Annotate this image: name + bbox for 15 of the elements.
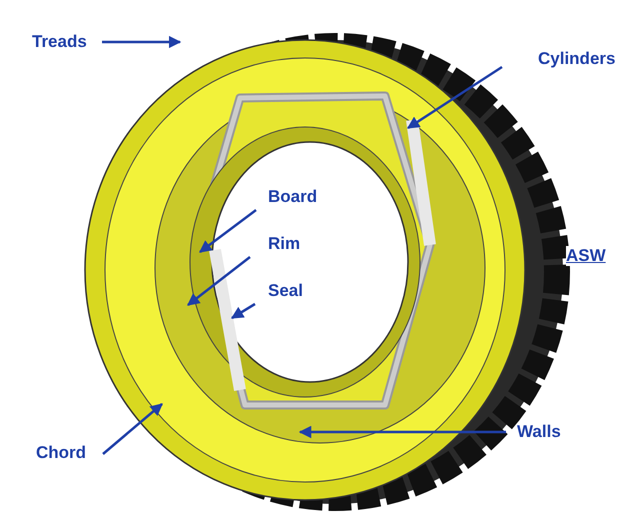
leader-arrow	[230, 302, 256, 320]
part-label: Cylinders	[538, 49, 616, 69]
leader-arrow	[187, 256, 251, 306]
leader-arrow	[102, 403, 163, 455]
part-label: Board	[268, 187, 318, 207]
wheel-label: ASW	[566, 246, 606, 266]
part-label: Seal	[268, 281, 303, 301]
leader-arrow	[298, 426, 506, 438]
part-label: Rim	[268, 234, 300, 254]
part-label: Chord	[36, 443, 86, 463]
part-label: Treads	[32, 32, 87, 52]
leader-arrow	[406, 66, 503, 130]
leader-arrow	[199, 209, 257, 253]
leader-arrow	[102, 36, 182, 48]
part-label: Walls	[517, 422, 561, 442]
